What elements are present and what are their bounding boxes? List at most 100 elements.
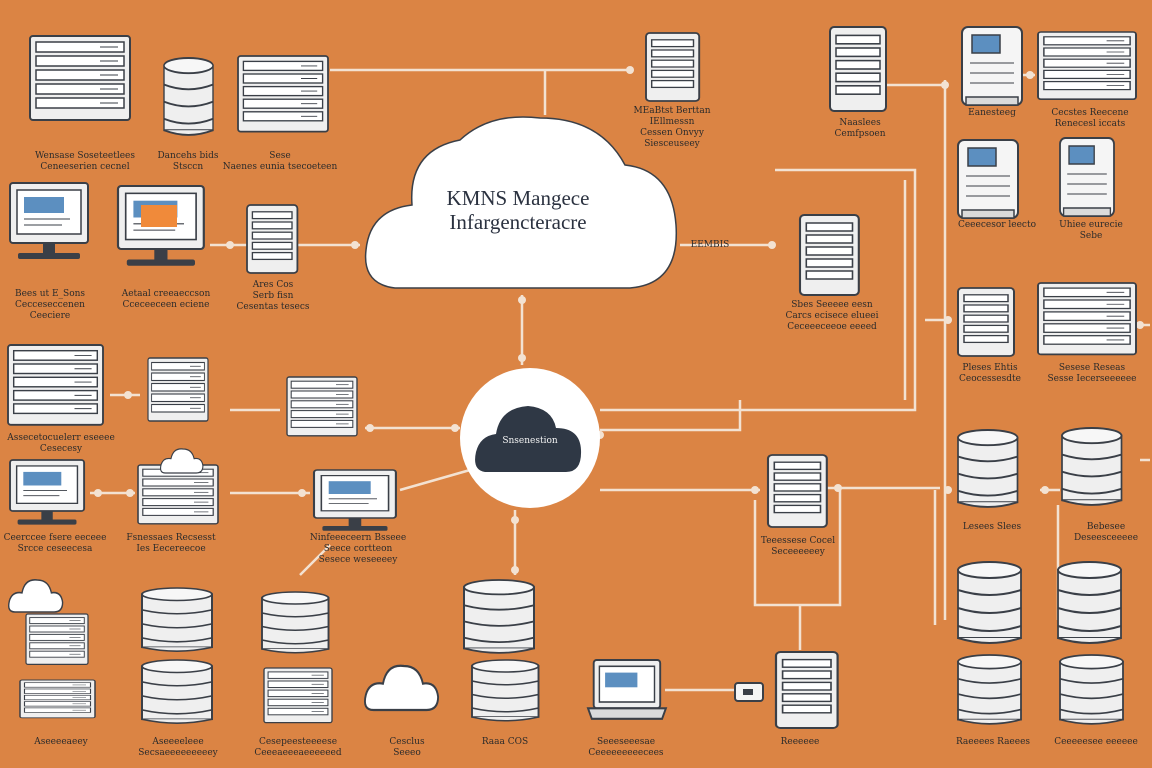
database-icon[interactable]: [957, 429, 1019, 508]
label-l07-line1: Cecstes Reecene: [1051, 108, 1129, 118]
central-cloud-title-line1: KMNS Mangece: [446, 186, 590, 210]
label-l05-line2: Cemfpsoen: [834, 129, 886, 139]
database-icon[interactable]: [957, 561, 1022, 644]
server-rack-icon[interactable]: [7, 344, 104, 426]
label-l14: Sbes Seeeee eesn Carcs ecisece elueei Ce…: [776, 300, 888, 333]
label-l10: Ares Cos Serb fisn Cesentas tesecs: [228, 280, 318, 313]
label-l32-line1: Ceeeeesee eeeeee: [1054, 737, 1138, 747]
label-l12-line1: Ceeecesor leecto: [957, 220, 1037, 230]
central-cloud[interactable]: [364, 116, 678, 289]
label-l19-line1: Fsnessaes Recsesst: [126, 533, 216, 543]
label-l14-line1: Sbes Seeeee eesn: [791, 300, 873, 310]
database-icon[interactable]: [957, 654, 1022, 725]
label-l21-line2: Seceeeeeey: [771, 547, 825, 557]
central-cloud-title-line2: Infargencteracre: [449, 210, 587, 234]
label-l08-line3: Ceeciere: [29, 311, 71, 321]
tower-server-icon[interactable]: [798, 213, 860, 297]
label-l15: Pleses Ehtis Ceocessesdte: [944, 363, 1036, 385]
label-l21: Teeessese Cocel Seceeeeeey: [755, 536, 841, 558]
appliance-icon[interactable]: [1059, 137, 1115, 217]
label-l27-line2: Seeeo: [393, 748, 421, 758]
server-rack-icon[interactable]: [19, 679, 96, 719]
server-rack-icon[interactable]: [137, 464, 219, 525]
database-icon[interactable]: [1057, 561, 1122, 644]
monitor-icon[interactable]: [9, 459, 86, 526]
label-l30: Reeeeee: [770, 737, 830, 748]
server-rack-icon[interactable]: [237, 55, 329, 133]
label-l06: Eanesteeg: [950, 108, 1034, 119]
label-l18-line2: Srcce ceseecesa: [17, 544, 93, 554]
label-l30-line1: Reeeeee: [780, 737, 820, 747]
label-l14-line2: Carcs ecisece elueei: [785, 311, 879, 321]
label-l19-line2: Ies Eecereecoe: [136, 544, 206, 554]
database-icon[interactable]: [471, 659, 540, 722]
server-rack-icon[interactable]: [1037, 31, 1137, 101]
router-icon[interactable]: [734, 682, 764, 702]
label-l04-line4: Siesceuseey: [644, 139, 700, 149]
label-l12: Ceeecesor leecto: [950, 220, 1044, 231]
label-l13-line2: Sebe: [1079, 231, 1103, 241]
server-rack-icon[interactable]: [1037, 282, 1137, 356]
cloud-icon: [159, 448, 204, 474]
appliance-icon[interactable]: [957, 139, 1019, 219]
server-rack-icon[interactable]: [263, 667, 333, 724]
label-l10-line3: Cesentas tesecs: [236, 302, 310, 312]
database-icon[interactable]: [141, 659, 213, 725]
label-l14-line3: Ceceeeceeoe eeeed: [787, 322, 877, 332]
cloud-icon: [363, 664, 440, 712]
label-l18-line1: Ceerccee fsere eeceee: [3, 533, 107, 543]
tower-server-icon[interactable]: [957, 287, 1015, 357]
tower-server-icon[interactable]: [645, 32, 701, 102]
label-l05-line1: Naaslees: [839, 118, 881, 128]
appliance-icon[interactable]: [961, 26, 1023, 106]
label-l17: Assecetocuelerr eseeee Cesecesy: [0, 433, 122, 455]
label-l16-line1: Sesese Reseas: [1058, 363, 1126, 373]
label-l02-line1: Dancehs bids: [157, 151, 219, 161]
database-icon[interactable]: [1061, 427, 1123, 506]
monitor-icon[interactable]: [9, 182, 89, 260]
server-rack-icon[interactable]: [286, 376, 358, 437]
label-l09-line1: Aetaal creeaeccson: [121, 289, 211, 299]
tower-server-icon[interactable]: [766, 453, 828, 529]
label-l08-line1: Bees ut E_Sons: [14, 289, 86, 299]
central-cloud-title: KMNS Mangece Infargencteracre: [398, 186, 638, 234]
database-icon[interactable]: [463, 579, 535, 654]
tower-server-icon[interactable]: [246, 204, 299, 274]
label-l04-line2: IEllmessn: [649, 117, 695, 127]
label-l09: Aetaal creeaeccson Cceceeceen eciene: [110, 289, 222, 311]
database-icon[interactable]: [1059, 654, 1124, 725]
core-cloud-pill: [475, 406, 582, 472]
label-l17-line2: Cesecesy: [39, 444, 83, 454]
database-icon[interactable]: [163, 57, 214, 136]
label-l26-line2: Ceeeaeeeaeeeeeed: [254, 748, 342, 758]
label-l25-line1: Aseeeeleee: [152, 737, 204, 747]
tower-server-icon[interactable]: [828, 25, 888, 113]
label-l01-line2: Ceneeserien cecnel: [40, 162, 130, 172]
server-rack-icon[interactable]: [147, 357, 209, 422]
core-node-label: Snsenestion: [502, 436, 558, 446]
label-l13-line1: Uhiee eurecie: [1059, 220, 1123, 230]
label-l18: Ceerccee fsere eeceee Srcce ceseecesa: [0, 533, 110, 555]
cloud-icon: [7, 579, 64, 613]
server-rack-icon[interactable]: [29, 35, 131, 121]
label-l21-line1: Teeessese Cocel: [760, 536, 836, 546]
label-l07-line2: Renecesl iccats: [1054, 119, 1126, 129]
label-l02: Dancehs bids Stsccn: [150, 151, 226, 173]
label-l11-line1: EEMBIS: [690, 240, 730, 250]
monitor-icon[interactable]: [312, 468, 397, 532]
label-l08: Bees ut E_Sons Cecceseccenen Ceeciere: [0, 289, 100, 322]
tower-server-icon[interactable]: [774, 650, 839, 730]
label-l04: MEaBtst Berttan IEllmessn Cessen Onvyy S…: [624, 106, 720, 150]
label-l31: Raeeees Raeees: [950, 737, 1036, 748]
database-icon[interactable]: [261, 591, 330, 654]
database-icon[interactable]: [141, 587, 213, 653]
label-l22: Lesees Slees: [950, 522, 1034, 533]
label-l23-line1: Bebesee: [1086, 522, 1126, 532]
label-l17-line1: Assecetocuelerr eseeee: [7, 433, 115, 443]
label-l04-line3: Cessen Onvyy: [640, 128, 704, 138]
laptop-icon[interactable]: [586, 658, 667, 720]
server-rack-icon[interactable]: [25, 613, 89, 666]
label-l28: Raaa COS: [470, 737, 540, 748]
label-l29-line2: Ceeeeeeeeecees: [588, 748, 664, 758]
